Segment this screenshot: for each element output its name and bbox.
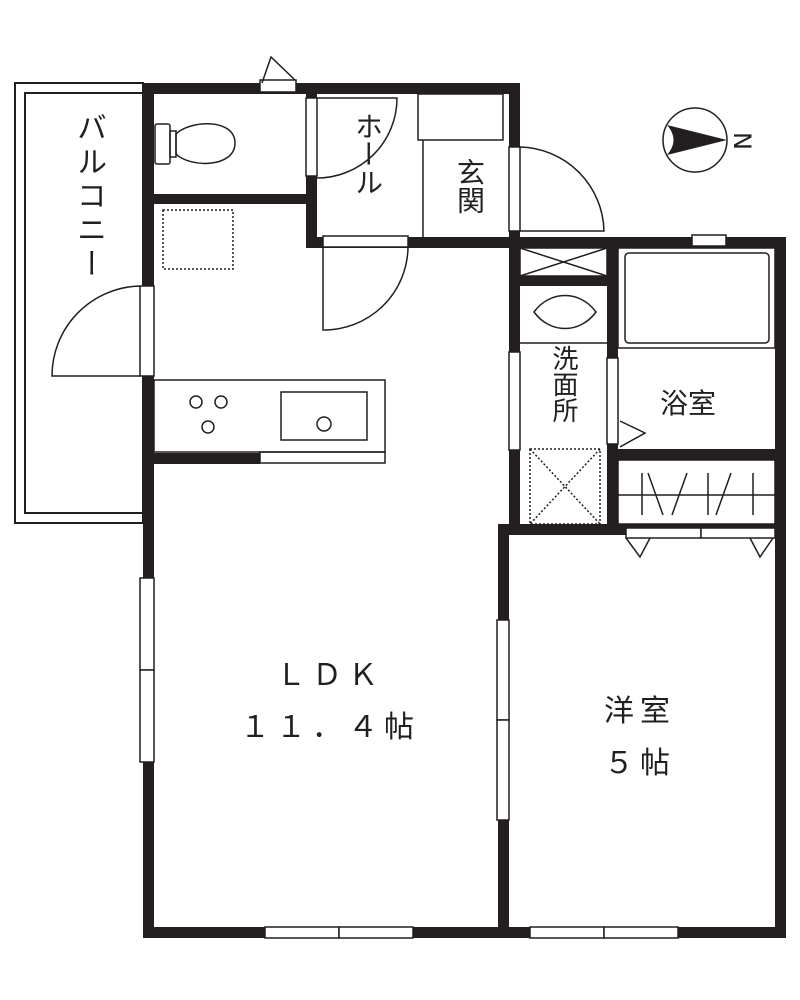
wash-basin [533,294,597,330]
door-swing [316,97,398,179]
room-label-western: 洋室 ５帖 [560,686,720,790]
room-label-hall: ホール [351,112,384,196]
stove-burner [214,395,228,409]
window [529,926,605,939]
room-label-entrance: 玄関 [453,158,486,214]
western-name: 洋室 [604,694,676,729]
room-label-balcony: バルコニー [71,112,106,282]
washing-machine-space [529,448,601,525]
north-arrow-icon [662,107,728,173]
western-size: ５帖 [604,746,676,781]
window [139,577,155,671]
ldk-size: １１．４帖 [240,710,420,745]
toilet [154,123,171,165]
stove-burner [189,395,203,409]
compass-label: N [727,132,756,150]
door-swing [322,246,409,331]
kitchen-counter [153,379,386,453]
room-label-washroom: 洗面所 [548,345,578,423]
ldk-name: ＬＤＫ [276,658,384,693]
window [603,926,679,939]
window [139,669,155,763]
sink [280,391,368,441]
stove-burner [201,420,215,434]
room-label-bathroom: 浴室 [660,387,717,420]
bathtub [624,252,770,344]
balcony-door-swing [51,285,141,377]
window [338,926,414,939]
window [259,79,297,93]
window [264,926,340,939]
sliding-door [496,619,510,721]
front-door-swing [519,146,605,232]
room-label-ldk: ＬＤＫ １１．４帖 [200,650,460,754]
refrigerator [162,209,234,270]
sliding-door [496,719,510,821]
window [691,234,727,247]
